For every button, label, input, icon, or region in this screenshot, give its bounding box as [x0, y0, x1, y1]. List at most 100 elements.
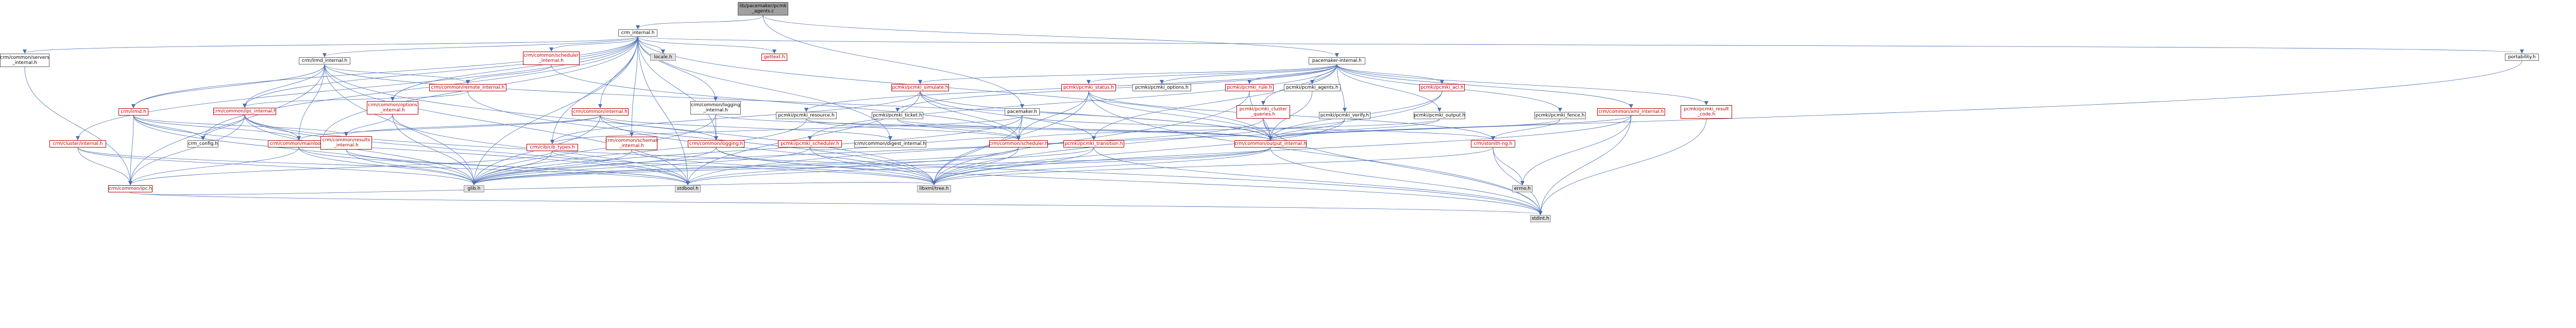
edge-crmd_internal-to-libxml_tree: [324, 64, 936, 185]
edge-pcmki_status-to-libxml_tree: [932, 91, 1089, 185]
node-pcmki_fence[interactable]: pcmki/pcmki_fence.h: [1534, 112, 1586, 119]
node-pcmki_agents[interactable]: pcmki/pcmki_agents.h: [1284, 84, 1341, 91]
node-label-line: crm/common/remote_internal.h: [431, 85, 505, 90]
node-xml_internal[interactable]: crm/common/xml_internal.h: [1597, 108, 1665, 116]
node-output_internal[interactable]: crm/common/output_internal.h: [1234, 140, 1307, 147]
edge-crm_lrmd-to-mainloop: [133, 115, 301, 140]
node-label-line: lib/pacemaker/pcmk: [739, 4, 787, 9]
node-label-line: pcmki/pcmki_scheduler.h: [781, 141, 839, 146]
edge-cib_types-to-crm_common_ipc: [128, 151, 553, 185]
node-crm_lrmd[interactable]: crm/lrmd.h: [118, 108, 148, 116]
edge-pcmki_verify-to-output_internal: [1268, 119, 1345, 140]
node-pacemaker_internal[interactable]: pacemaker-internal.h: [1309, 57, 1365, 64]
node-pcmki_transition[interactable]: pcmki/pcmki_transition.h: [1063, 140, 1124, 147]
edge-crm_internal-to-output_internal: [637, 36, 1273, 140]
edge-crm_internal-to-crm_cluster_internal: [76, 36, 638, 140]
edge-scheduler_internal-to-remote_internal: [466, 64, 552, 84]
node-crm_servers[interactable]: crm/common/servers_internal.h: [0, 54, 49, 67]
node-crm_internal_h[interactable]: crm/common/internal.h: [572, 108, 629, 116]
node-label-line: _agents.c: [752, 9, 774, 14]
edge-xml_internal-to-stdint: [1538, 115, 1632, 215]
node-label-line: crm/common/mainloop.h: [269, 141, 328, 146]
edge-crm_internal-to-portability: [637, 36, 2523, 54]
node-label-line: locale.h: [654, 55, 672, 60]
edge-crm_internal_h-to-mainloop: [297, 115, 601, 140]
node-stonith_ng[interactable]: crm/stonith-ng.h: [1471, 140, 1515, 147]
edge-stonith_ng-to-stdint: [1493, 147, 1543, 215]
node-pcmki_cluster_queries[interactable]: pcmki/pcmki_cluster_queries.h: [1236, 105, 1290, 119]
edge-crm_internal-to-common_logging: [637, 36, 718, 140]
edge-root-to-pacemaker_internal: [762, 15, 1339, 57]
node-scheduler_internal[interactable]: crm/common/scheduler_internal.h: [523, 52, 580, 65]
node-label-line: libxml/tree.h: [919, 186, 949, 191]
node-crmd_internal[interactable]: crm/lrmd_internal.h: [299, 57, 350, 64]
edge-remote_internal-to-ipc_internal: [243, 91, 468, 108]
edge-pcmki_simulate-to-output_internal: [920, 91, 1273, 140]
node-crm_cluster_internal[interactable]: crm/cluster/internal.h: [49, 140, 106, 147]
edge-ipc_internal-to-stdint: [244, 114, 1543, 215]
edge-pacemaker_internal-to-pcmki_verify: [1336, 64, 1347, 112]
node-pcmki_acl[interactable]: pcmki/pcmki_acl.h: [1419, 84, 1465, 91]
node-label-line: stdbool.h: [677, 186, 699, 191]
node-remote_internal[interactable]: crm/common/remote_internal.h: [429, 84, 506, 91]
edge-output_internal-to-glib: [472, 147, 1271, 185]
node-options_internal[interactable]: crm/common/options_internal.h: [367, 101, 418, 114]
node-gettext[interactable]: gettext.h: [761, 54, 787, 61]
edge-crm_internal-to-ipc_internal: [243, 36, 638, 108]
edge-crm_lrmd-to-crm_config: [133, 115, 205, 140]
node-common_logging[interactable]: crm/common/logging.h: [688, 140, 744, 147]
node-label-line: crm/common/scheduler.h: [989, 141, 1048, 146]
edge-stonith_ng-to-libxml_tree: [932, 147, 1494, 185]
edge-crm_cluster_internal-to-crm_common_ipc: [77, 147, 132, 185]
node-pcmki_ticket[interactable]: pcmki/pcmki_ticket.h: [872, 112, 923, 119]
edge-pacemaker_h-to-cib_types: [550, 115, 1023, 144]
node-label-line: crm/lrmd_internal.h: [301, 58, 348, 63]
edge-pacemaker_internal-to-pcmki_ticket: [895, 64, 1337, 112]
node-pcmki_scheduler[interactable]: pcmki/pcmki_scheduler.h: [778, 140, 842, 147]
edge-crmd_internal-to-remote_internal: [324, 64, 470, 84]
node-crm_internal[interactable]: crm_internal.h: [618, 29, 657, 37]
node-label-line: pcmki/pcmki_options.h: [1135, 85, 1189, 90]
edge-crm_internal_h-to-digest_internal: [600, 115, 892, 140]
edge-pcmki_resource-to-common_scheduler: [806, 119, 1021, 140]
node-mainloop[interactable]: crm/common/mainloop.h: [268, 140, 330, 147]
node-label-line: crm/cib/cib_types.h: [530, 145, 575, 150]
node-crm_common_ipc[interactable]: crm/common/ipc.h: [108, 185, 152, 192]
node-pcmki_verify[interactable]: pcmki/pcmki_verify.h: [1319, 112, 1370, 119]
node-digest_internal[interactable]: crm/common/digest_internal.h: [854, 140, 926, 147]
node-pcmki_options[interactable]: pcmki/pcmki_options.h: [1132, 84, 1191, 91]
node-cib_types[interactable]: crm/cib/cib_types.h: [527, 144, 578, 151]
edge-crm_internal-to-cib_types: [550, 36, 638, 144]
node-pcmki_simulate[interactable]: pcmki/pcmki_simulate.h: [891, 84, 949, 91]
node-label-line: crm/lrmd.h: [121, 109, 146, 114]
node-pacemaker_h[interactable]: pacemaker.h: [1005, 108, 1040, 116]
node-crm_config[interactable]: crm_config.h: [188, 140, 218, 147]
edge-crm_lrmd-to-glib: [133, 115, 476, 185]
edge-output_internal-to-stdint: [1270, 147, 1543, 215]
edge-pcmki_simulate-to-cib_types: [550, 91, 921, 144]
node-pcmki_rule[interactable]: pcmki/pcmki_rule.h: [1225, 84, 1274, 91]
node-locale: locale.h: [650, 54, 676, 61]
edge-pcmki_cluster_queries-to-glib: [472, 118, 1264, 185]
node-root[interactable]: lib/pacemaker/pcmk_agents.c: [738, 2, 788, 15]
node-pcmki_resource[interactable]: pcmki/pcmki_resource.h: [776, 112, 837, 119]
node-logging_internal[interactable]: crm/common/logging_internal.h: [690, 101, 741, 114]
edges-layer: [23, 15, 2523, 215]
node-label-line: crm/common/output_internal.h: [1234, 141, 1307, 146]
edge-pacemaker_internal-to-pcmki_output: [1336, 64, 1442, 112]
node-common_scheduler[interactable]: crm/common/scheduler.h: [989, 140, 1048, 147]
node-label-line: crm_internal.h: [621, 30, 655, 36]
edge-crm_cluster_internal-to-glib: [77, 147, 476, 185]
node-pcmki_output[interactable]: pcmki/pcmki_output.h: [1414, 112, 1465, 119]
edge-crmd_internal-to-glib: [324, 64, 476, 185]
edge-output_internal-to-stdbool: [686, 147, 1271, 185]
node-label-line: pcmki/pcmki_output.h: [1413, 113, 1466, 118]
node-schemas_internal[interactable]: crm/common/schemas_internal.h: [605, 137, 658, 150]
node-portability[interactable]: portability.h: [2505, 54, 2539, 61]
node-ipc_internal[interactable]: crm/common/ipc_internal.h: [213, 108, 277, 115]
node-label-line: crm/common/internal.h: [573, 109, 628, 114]
node-pcmki_result_code[interactable]: pcmki/pcmki_result_code.h: [1681, 105, 1732, 119]
node-pcmki_status[interactable]: pcmki/pcmki_status.h: [1061, 84, 1116, 91]
edge-common_logging-to-glib: [472, 147, 717, 185]
node-results_internal[interactable]: crm/common/results_internal.h: [320, 136, 372, 150]
